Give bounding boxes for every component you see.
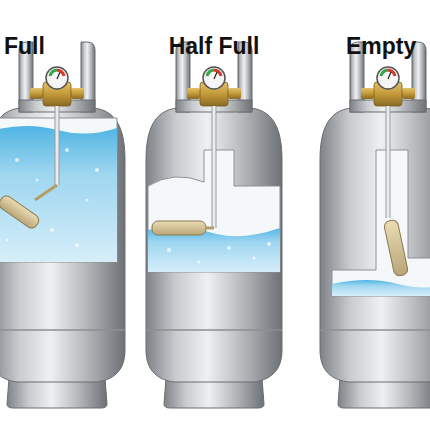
empty-tank <box>320 42 430 408</box>
full-tank <box>0 42 125 408</box>
tank-state-label: Empty <box>346 34 416 59</box>
tank-state-label: Half Full <box>169 34 260 59</box>
tank-state-label: Full <box>4 34 45 59</box>
half-full-tank <box>146 42 282 408</box>
